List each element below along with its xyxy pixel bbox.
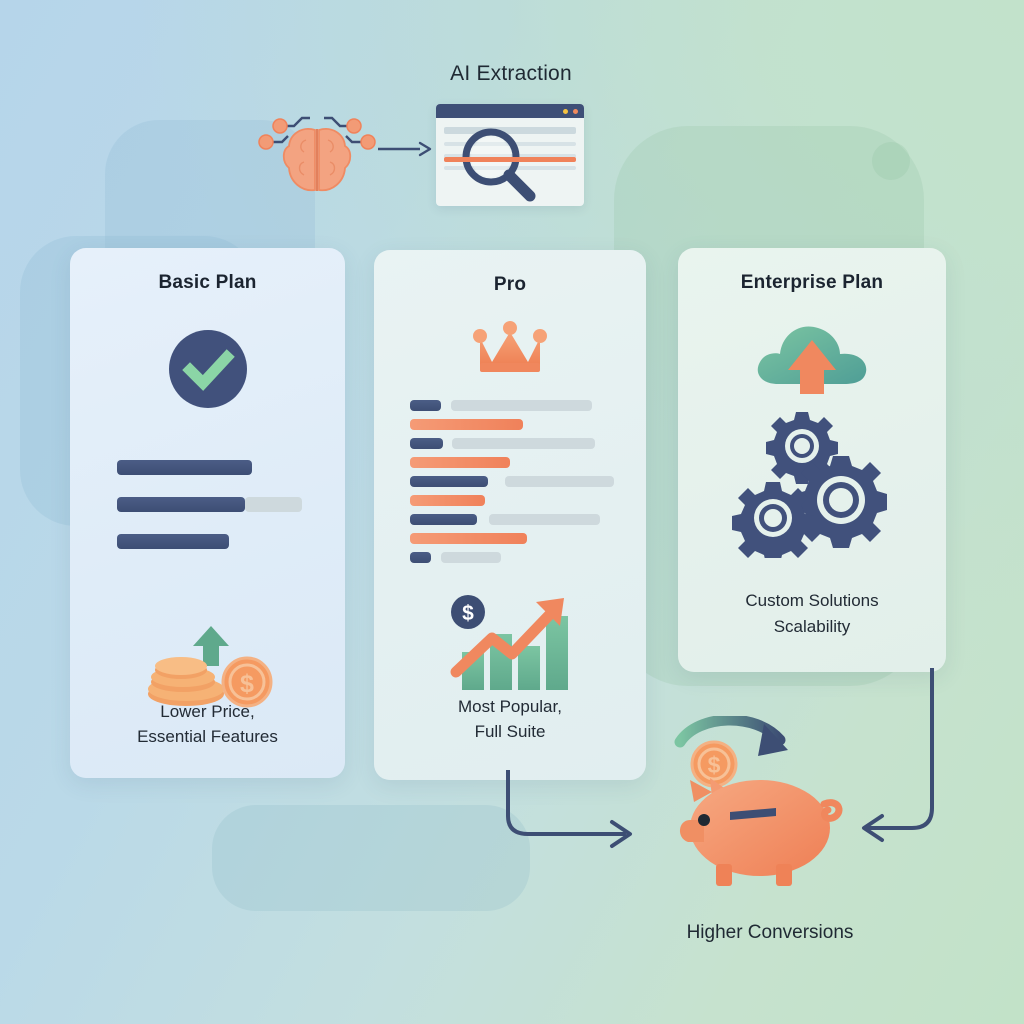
bar-orange <box>410 457 510 468</box>
feature-row <box>410 400 614 411</box>
card-caption-basic: Lower Price, Essential Features <box>70 700 345 749</box>
bar-orange <box>410 533 527 544</box>
cloud-upload-icon <box>748 310 876 407</box>
svg-text:$: $ <box>708 752 721 778</box>
browser-content <box>436 118 584 202</box>
caption-line-2: Scalability <box>773 616 851 636</box>
card-title-basic: Basic Plan <box>158 272 257 293</box>
bar-gray <box>245 497 302 512</box>
basic-feature-bars <box>117 460 302 571</box>
feature-row <box>410 514 614 525</box>
bar-gray <box>505 476 614 487</box>
bar-navy <box>410 476 489 487</box>
feature-row <box>410 533 614 544</box>
window-dot-yellow <box>563 108 568 114</box>
bar-navy <box>410 438 443 449</box>
arrow-right-icon <box>376 136 432 162</box>
bar-navy <box>117 460 252 475</box>
plan-card-pro[interactable]: Pro <box>374 250 646 780</box>
piggy-bank-icon: $ <box>664 714 876 896</box>
brain-circuit-icon <box>252 92 382 202</box>
card-caption-enterprise: Custom Solutions Scalability <box>678 588 946 639</box>
bar-navy <box>410 514 477 525</box>
check-circle-icon <box>167 328 249 415</box>
bar-navy <box>410 400 441 411</box>
bar-gray <box>489 514 600 525</box>
feature-bar-row <box>117 497 302 512</box>
bar-orange <box>410 495 485 506</box>
caption-line-1: Most Popular, <box>458 697 562 716</box>
outcome-label: Higher Conversions <box>686 922 854 943</box>
feature-row <box>410 476 614 487</box>
bar-navy <box>117 497 245 512</box>
feature-row <box>410 419 614 430</box>
magnifier-icon <box>454 124 546 206</box>
browser-accent-bar <box>444 157 576 162</box>
bar-gray <box>441 552 501 563</box>
caption-line-1: Custom Solutions <box>745 591 879 610</box>
card-title-enterprise: Enterprise Plan <box>740 272 884 293</box>
plan-card-enterprise[interactable]: Enterprise Plan <box>678 248 946 672</box>
caption-line-1: Lower Price, <box>160 702 255 721</box>
plan-card-basic[interactable]: Basic Plan <box>70 248 345 778</box>
bar-navy <box>410 552 431 563</box>
svg-text:$: $ <box>462 602 474 625</box>
svg-text:$: $ <box>240 670 254 698</box>
caption-line-2: Full Suite <box>474 721 546 741</box>
card-caption-pro: Most Popular, Full Suite <box>374 695 646 744</box>
pro-feature-rows <box>410 400 614 571</box>
gears-icon <box>729 408 895 564</box>
bar-navy <box>117 534 229 549</box>
growth-chart-dollar-icon: $ <box>440 590 580 700</box>
bar-gray <box>451 400 592 411</box>
window-dot-orange <box>573 108 578 114</box>
feature-row <box>410 495 614 506</box>
browser-title-bar <box>436 104 584 118</box>
feature-row <box>410 552 614 563</box>
content-line <box>444 127 576 134</box>
crown-icon <box>468 318 552 385</box>
bar-orange <box>410 419 523 430</box>
feature-row <box>410 457 614 468</box>
content-line <box>444 154 576 158</box>
caption-line-2: Essential Features <box>137 726 278 746</box>
card-title-pro: Pro <box>493 274 527 295</box>
browser-search-window-icon <box>436 104 584 206</box>
coins-growth-icon: $ <box>143 620 273 717</box>
bar-gray <box>452 438 595 449</box>
ai-extraction-label: AI Extraction <box>450 62 572 85</box>
feature-bar-row <box>117 534 302 549</box>
feature-bar-row <box>117 460 302 475</box>
feature-row <box>410 438 614 449</box>
